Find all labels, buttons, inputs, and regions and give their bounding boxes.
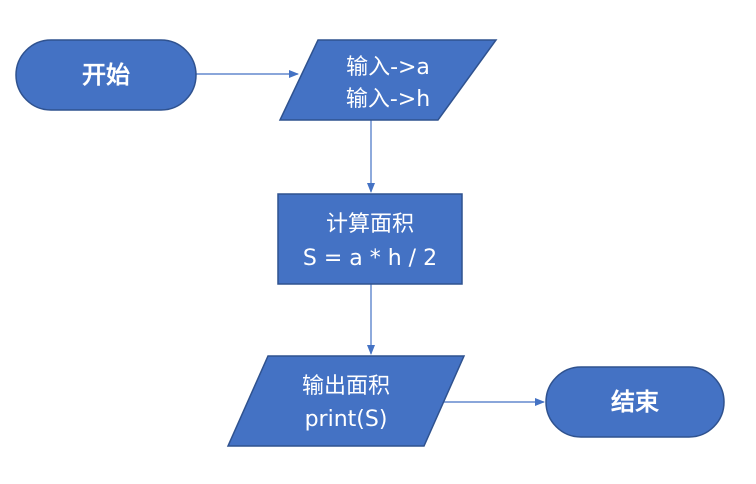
input-label-line-2: 输入->h: [346, 87, 430, 112]
compute-label-line-2: S = a * h / 2: [303, 246, 437, 271]
output-node: 输出面积 print(S): [226, 355, 466, 447]
input-node: 输入->a 输入->h: [278, 39, 498, 121]
edges-layer: [196, 70, 545, 406]
output-label-line-1: 输出面积: [302, 374, 390, 399]
compute-label-line-1: 计算面积: [326, 212, 414, 237]
start-node: 开始: [15, 39, 197, 111]
start-label: 开始: [82, 61, 130, 89]
input-label-line-1: 输入->a: [346, 55, 430, 80]
end-node: 结束: [545, 366, 725, 438]
output-label-line-2: print(S): [305, 407, 388, 432]
end-label: 结束: [611, 388, 660, 416]
compute-node: 计算面积 S = a * h / 2: [277, 193, 463, 285]
